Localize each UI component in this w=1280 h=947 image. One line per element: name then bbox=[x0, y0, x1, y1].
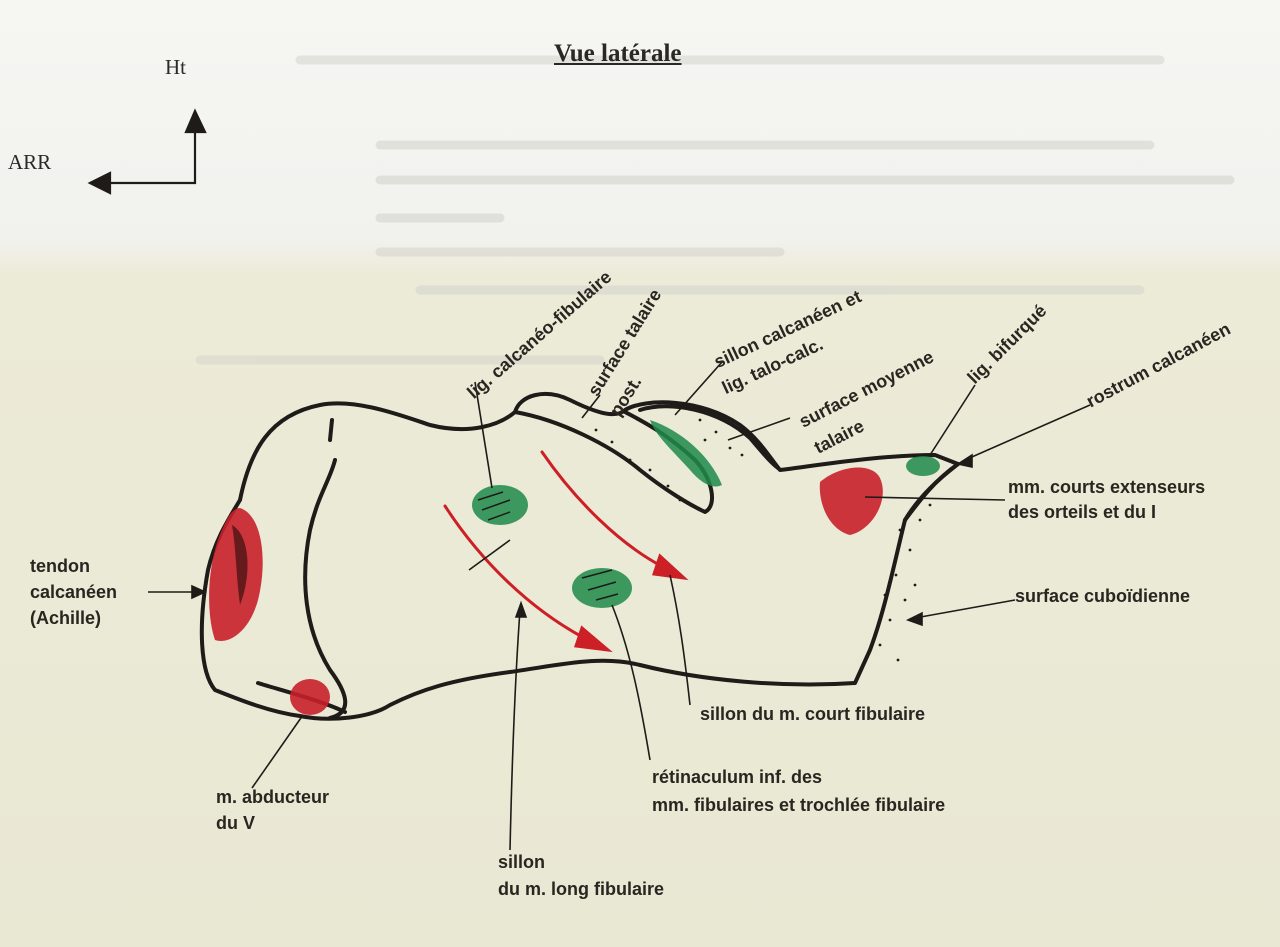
muscle-insertions bbox=[209, 467, 883, 715]
label-tendon-line3: (Achille) bbox=[30, 608, 102, 628]
bifurcate-insertion bbox=[906, 456, 940, 476]
abductor-insertion bbox=[290, 679, 330, 715]
ligament-hatching bbox=[477, 491, 619, 601]
extensor-insertion bbox=[819, 467, 883, 535]
label-abducteur-line2: du V bbox=[216, 813, 255, 833]
leader-lines bbox=[148, 361, 1091, 851]
label-sillon-long-line1: sillon bbox=[498, 852, 546, 872]
label-mm-courts-line2: des orteils et du I bbox=[1008, 502, 1157, 522]
orientation-back-label: ARR bbox=[8, 150, 52, 174]
bleed-through-text bbox=[195, 55, 1235, 365]
articular-stipple bbox=[594, 418, 932, 662]
diagram-title: Vue latérale bbox=[554, 40, 682, 67]
label-retinaculum-line2: mm. fibulaires et trochlée fibulaire bbox=[652, 795, 946, 815]
label-mm-courts-line1: mm. courts extenseurs bbox=[1008, 477, 1206, 497]
ligament-insertions bbox=[472, 420, 940, 608]
groove-arrows bbox=[443, 450, 689, 653]
label-tendon-line2: calcanéen bbox=[30, 582, 118, 602]
label-retinaculum-line1: rétinaculum inf. des bbox=[652, 767, 823, 787]
label-surface-cuboidienne: surface cuboïdienne bbox=[1015, 586, 1191, 606]
talocalcaneal-insertion bbox=[650, 420, 722, 487]
retinaculum-insertion bbox=[572, 568, 632, 608]
up-arrowhead bbox=[184, 108, 207, 134]
achilles-insertion bbox=[209, 508, 263, 641]
orientation-up-label: Ht bbox=[165, 55, 186, 79]
label-sillon-court: sillon du m. court fibulaire bbox=[700, 704, 926, 724]
calcaneofibular-insertion bbox=[472, 485, 528, 525]
orientation-axes bbox=[87, 108, 207, 195]
back-arrowhead bbox=[87, 171, 112, 195]
label-sillon-long-line2: du m. long fibulaire bbox=[498, 879, 664, 899]
label-tendon-line1: tendon bbox=[30, 556, 90, 576]
label-abducteur-line1: m. abducteur bbox=[216, 787, 330, 807]
